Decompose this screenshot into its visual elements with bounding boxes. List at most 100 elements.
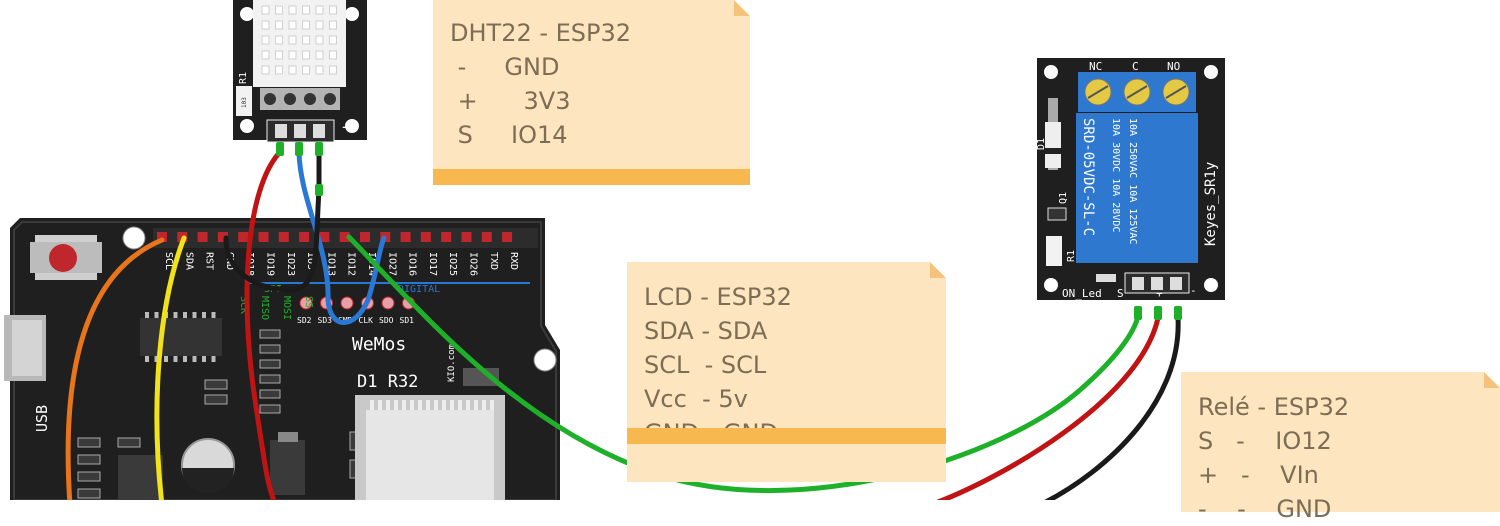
flash-pad-label: SDO [379, 316, 394, 325]
dht22-module: R1 103 + - [233, 0, 367, 143]
note-title: Relé - ESP32 [1198, 393, 1350, 421]
wire-scl [65, 237, 165, 500]
dht-resistor-label: R1 [238, 72, 249, 84]
note-title: DHT22 - ESP32 [450, 19, 632, 47]
header-pin [339, 232, 350, 242]
relay-body [1076, 113, 1198, 263]
relay-terminal-nc: NC [1089, 60, 1102, 73]
relay-rating-line-1: 10A 250VAC 10A 125VAC [1127, 118, 1138, 244]
dht-resistor-code: 103 [241, 97, 248, 108]
relay-terminal-no: NO [1167, 60, 1180, 73]
board-model: D1 R32 [357, 372, 418, 392]
resistor-r1 [236, 86, 252, 116]
esp32-module [355, 395, 505, 500]
flash-pad-label: SD3 [318, 316, 333, 325]
wire-relay-vin [936, 315, 1161, 500]
note-footer-bar [627, 428, 946, 444]
relay-q1-label: Q1 [1058, 192, 1069, 204]
wire-relay-gnd [1044, 315, 1181, 500]
note-fold [1484, 372, 1500, 388]
flash-pad [381, 296, 395, 310]
regulator [118, 432, 305, 500]
reset-button [30, 235, 102, 280]
relay-pin-label-minus: - [1190, 284, 1197, 297]
note-line: SDA - SDA [644, 317, 768, 345]
spi-side-label: SCK [238, 296, 249, 314]
header-pin [258, 232, 269, 242]
header-pin [197, 232, 208, 242]
relay-terminal-c: C [1132, 60, 1139, 73]
header-pin-label: IO19 [265, 252, 276, 276]
header-pin [319, 232, 330, 242]
note-dht22: DHT22 - ESP32 - GND + 3V3 S IO14 [433, 0, 750, 185]
flash-pad-label: CLK [359, 316, 374, 325]
header-pin [157, 232, 167, 242]
header-pin [461, 232, 472, 242]
header-pin-label: IO26 [468, 252, 479, 276]
header-pin [441, 232, 452, 242]
relay-brand: Keyes_SR1y [1203, 162, 1219, 246]
mount-hole [533, 348, 557, 372]
relay-led-label: ON_Led [1062, 287, 1102, 300]
flash-pad [299, 296, 313, 310]
transistor-q1 [1047, 207, 1067, 221]
header-pin-label: IO25 [447, 252, 458, 276]
header-pin-label: IO13 [325, 252, 336, 276]
header-pin-label: RST [204, 252, 215, 270]
header-pin-label: IO27 [386, 252, 397, 276]
note-line: Vcc - 5v [644, 385, 748, 413]
header-pin [481, 232, 492, 242]
note-line: + - VIn [1198, 461, 1319, 489]
header-pin-label: IO5 [305, 252, 316, 270]
sensor-vent-grid [261, 5, 337, 75]
capacitor [181, 438, 235, 494]
note-line: SCL - SCL [644, 351, 767, 379]
header-pin-label: RXD [508, 252, 519, 270]
spi-side-label: MISO [259, 296, 270, 320]
usb-chip [140, 312, 222, 362]
note-title: LCD - ESP32 [644, 283, 792, 311]
note-line: - GND [450, 53, 560, 81]
wires [65, 147, 1181, 500]
header-pin-label: IO17 [427, 252, 438, 276]
header-pin [278, 232, 289, 242]
dht-minus-sign: - [340, 117, 350, 136]
wire-relay-signal [346, 234, 1141, 494]
header-pin-label: IO23 [285, 252, 296, 276]
header-pin [360, 232, 370, 242]
note-footer-bar [433, 169, 750, 185]
mount-hole [122, 226, 146, 250]
board-led [463, 368, 499, 386]
note-fold [930, 262, 946, 278]
header-pin-label: IO16 [407, 252, 418, 276]
header-pin [502, 232, 513, 242]
header-pin [400, 232, 411, 242]
flash-pad-label: SD1 [400, 316, 415, 325]
header-pin [420, 232, 431, 242]
relay-rating-line-2: 10A 30VDC 10A 28VDC [1110, 118, 1121, 232]
wire-dht-data [296, 149, 387, 325]
header-pin [238, 232, 249, 242]
note-lcd: LCD - ESP32 SDA - SDA SCL - SCL Vcc - 5v… [627, 262, 946, 482]
dht-plus-sign: + [243, 122, 251, 138]
spi-side-label: SS [303, 296, 314, 308]
note-fold [734, 0, 750, 16]
relay-d1-label: D1 [1036, 138, 1047, 150]
diode-d1 [1045, 98, 1061, 170]
flash-pad-label: SD2 [297, 316, 312, 325]
resistor-r1-relay [1046, 236, 1062, 266]
usb-connector [4, 315, 46, 381]
relay-pin-label-s: S [1117, 287, 1124, 300]
board-name: WeMos [352, 334, 406, 355]
relay-r1-label: R1 [1066, 250, 1077, 262]
board-domain: KIO.com [447, 344, 457, 382]
header-pin [299, 232, 310, 242]
relay-module: NC C NO 10A 250VAC 10A 125VAC 10A 30VDC … [1036, 58, 1225, 300]
header-pin-label: IO12 [346, 252, 357, 276]
header-pin [217, 232, 228, 242]
note-line: + 3V3 [450, 87, 571, 115]
header-pin-label: SDA [183, 252, 194, 270]
